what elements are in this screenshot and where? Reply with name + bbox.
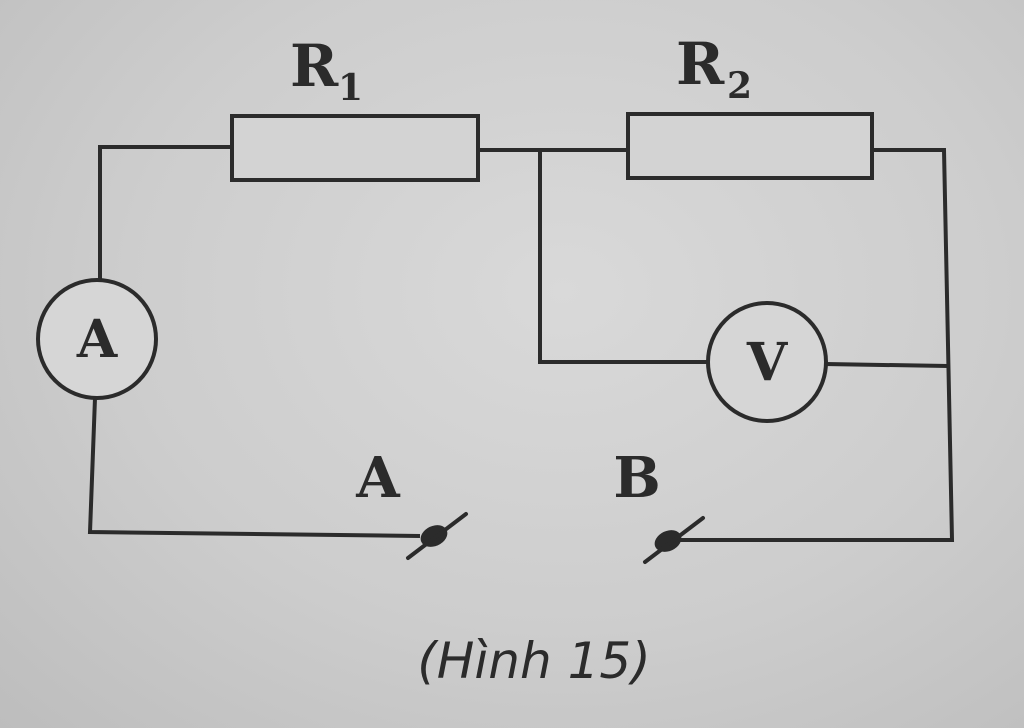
terminal-a-label: A <box>355 445 401 511</box>
ammeter-symbol: A <box>76 309 118 370</box>
wire-r1-to-ammeter <box>98 145 234 282</box>
terminal-b-mark <box>643 516 705 564</box>
terminal-b-dot <box>654 530 682 552</box>
terminal-a: A <box>355 445 468 560</box>
wire-ammeter-to-terminal-a <box>87 395 421 539</box>
resistor-r2-subscript: 2 <box>727 65 752 107</box>
terminal-b-label: B <box>613 445 660 511</box>
voltmeter: V <box>706 301 828 423</box>
resistor-r1: R 1 <box>230 32 480 182</box>
terminal-a-mark <box>406 512 468 560</box>
voltmeter-symbol: V <box>746 332 789 393</box>
resistor-r1-body <box>230 114 480 182</box>
resistor-r1-label: R <box>290 32 339 100</box>
resistor-r2-body <box>626 112 874 180</box>
wires <box>87 145 955 542</box>
resistor-r2-label: R <box>676 30 725 98</box>
wire-voltmeter-to-rail <box>823 361 949 369</box>
wire-r2-to-terminal-b <box>678 148 955 542</box>
resistor-r2: R 2 <box>626 30 874 180</box>
resistor-r1-subscript: 1 <box>338 67 363 109</box>
ammeter: A <box>36 278 158 400</box>
ammeter-circle <box>36 278 158 400</box>
figure-caption: (Hình 15) <box>417 632 650 690</box>
terminal-b: B <box>613 445 705 564</box>
wire-node-to-voltmeter <box>538 148 710 364</box>
voltmeter-circle <box>706 301 828 423</box>
